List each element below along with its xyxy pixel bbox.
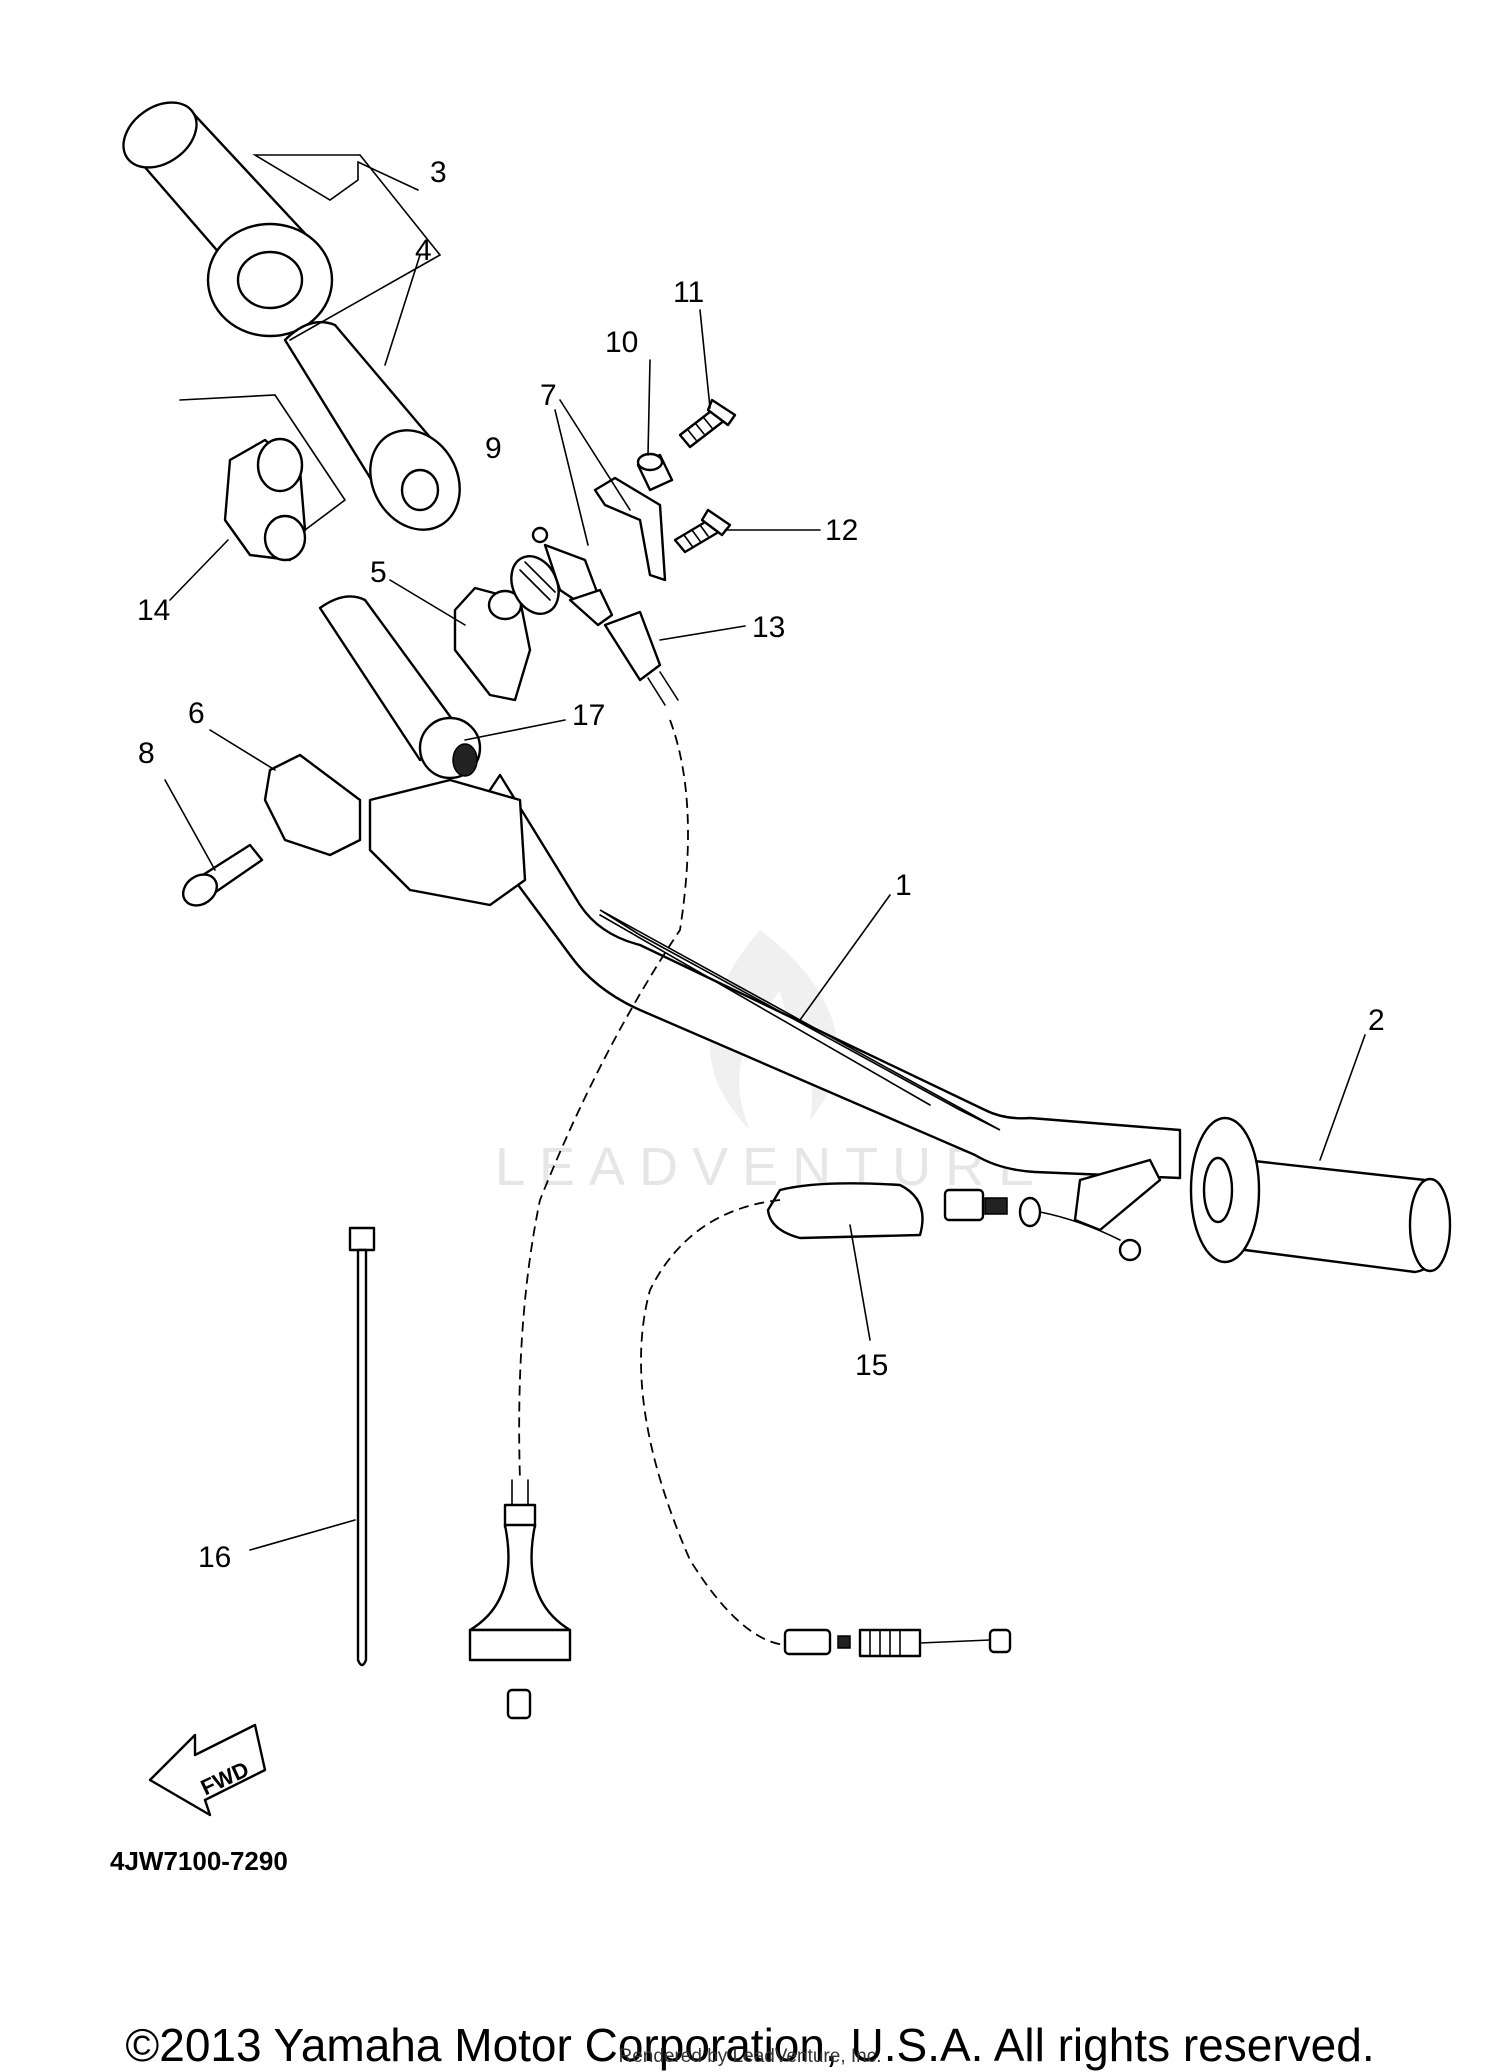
right-grip: [1189, 1116, 1452, 1274]
callout-3: 3: [430, 156, 447, 189]
callout-16: 16: [198, 1541, 231, 1574]
callout-12: 12: [825, 514, 858, 547]
collar: [636, 452, 674, 492]
upper-holder: [453, 586, 532, 702]
callout-1: 1: [895, 869, 912, 902]
watermark-text: LEADVENTURE: [495, 1137, 1048, 1197]
diagram-part-code: 4JW7100-7290: [110, 1846, 288, 1876]
clutch-lever-assembly: [640, 1158, 1162, 1658]
callout-9: 9: [485, 432, 502, 465]
throttle-housing: [223, 437, 307, 562]
callout-11: 11: [673, 276, 704, 309]
callout-4: 4: [415, 234, 432, 267]
callout-10: 10: [605, 326, 638, 359]
callout-7: 7: [540, 379, 557, 412]
callout-5: 5: [370, 556, 387, 589]
watermark: LEADVENTURE: [495, 930, 1048, 1197]
throttle-sleeve: [283, 320, 461, 531]
screw-upper: [678, 398, 737, 449]
throttle-cable: [518, 588, 689, 1481]
throttle-grip: [122, 101, 334, 338]
callout-8: 8: [138, 737, 155, 770]
copyright-text: ©2013 Yamaha Motor Corporation, U.S.A. A…: [125, 2019, 1375, 2071]
screw-lower: [673, 508, 732, 554]
callout-13: 13: [752, 611, 785, 644]
callout-labels: 1 2 3 4 5 6 7 8 9 10 11 12 13 14 15 16 1…: [137, 156, 1385, 1574]
cable-boot: [468, 1479, 572, 1720]
callout-15: 15: [855, 1349, 888, 1382]
callout-14: 14: [137, 594, 170, 627]
callout-2: 2: [1368, 1004, 1385, 1037]
plate: [593, 476, 667, 582]
callout-17: 17: [572, 699, 605, 732]
handlebar: [468, 773, 1182, 1180]
cable-tie: [348, 1226, 376, 1667]
bar-clamp: [368, 778, 527, 907]
leader-lines: [164, 154, 1366, 1551]
callout-6: 6: [188, 697, 205, 730]
fwd-arrow-icon: FWD: [148, 1723, 267, 1817]
bolt: [182, 843, 264, 907]
lower-holder: [263, 753, 362, 857]
rendered-by-text: Rendered by LeadVenture, Inc.: [618, 2046, 882, 2067]
left-bar-end: [318, 595, 482, 780]
